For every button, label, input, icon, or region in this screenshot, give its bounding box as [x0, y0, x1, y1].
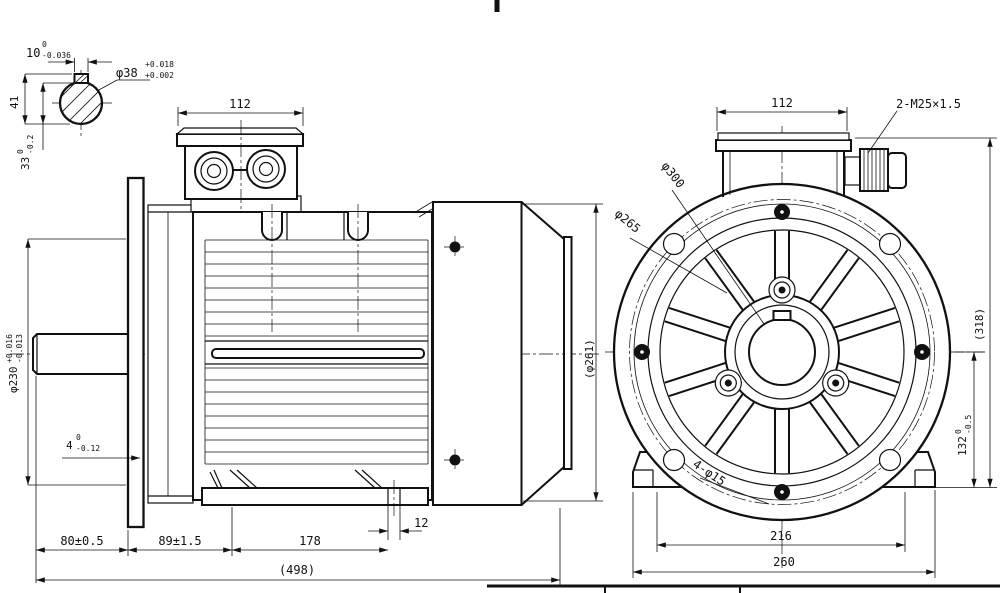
shaft-section-detail: 10 0 -0.036 φ38 +0.018 +0.002 41 33 0 -0…: [8, 40, 174, 170]
terminal-box-side: [175, 120, 305, 232]
dim-box-width-side: 112: [229, 97, 251, 111]
terminal-box-front: [715, 132, 852, 197]
svg-text:φ265: φ265: [612, 207, 643, 236]
dim-key-width: 10: [26, 46, 40, 60]
dim-foot-length: 178: [299, 534, 321, 548]
cover-bolt: [444, 236, 466, 258]
dim-center-height: 132 0 -0.5: [954, 415, 973, 456]
dim-spigot-dia-front: φ265: [612, 207, 643, 236]
dim-key-width-tol-upper: 0: [42, 40, 47, 49]
rim-inner-circle: [659, 229, 905, 475]
svg-text:-0.12: -0.12: [76, 444, 100, 453]
dim-shaft-dia: φ38: [116, 66, 138, 80]
svg-text:-0.5: -0.5: [964, 415, 973, 434]
dim-box-width-front: 112: [771, 96, 793, 110]
side-view: 112 φ230 +0.016 -0.013 4 0 -0.12 80±0.5 …: [5, 97, 603, 585]
svg-text:φ230: φ230: [7, 367, 20, 394]
svg-text:(318): (318): [973, 308, 986, 341]
gland-spec-label: 2-M25×1.5: [896, 97, 961, 111]
bearing-bracket: [147, 204, 194, 504]
cooling-fins: [204, 239, 429, 465]
dim-foot-width: 260: [773, 555, 795, 569]
svg-text:-0.013: -0.013: [15, 334, 24, 363]
dim-key-width-tol-lower: -0.036: [42, 51, 71, 60]
keyway-section: [73, 73, 89, 84]
dim-total-height: (318): [973, 308, 986, 341]
cable-gland-hole: [246, 149, 286, 189]
dim-41: 41: [8, 96, 21, 109]
frame-bolts: [634, 204, 930, 500]
shaft-bore: [748, 318, 816, 386]
svg-text:0: 0: [954, 429, 963, 434]
hub-bolts: [709, 276, 855, 402]
dim-cover-dia: (φ261): [583, 339, 596, 379]
dim-33: 33 0 -0.2: [16, 135, 35, 170]
svg-text:132: 132: [956, 436, 969, 456]
dim-flange-step: 4: [66, 439, 73, 452]
tie-rod: [211, 348, 425, 359]
bore-keyway: [772, 310, 792, 321]
flange: [126, 176, 145, 529]
hub-inner-ring: [734, 304, 830, 400]
fan-cover: [432, 201, 573, 506]
feet-side: [201, 469, 429, 516]
dim-spigot-dia-side: φ230 +0.016 -0.013: [5, 334, 24, 393]
dim-foot-hole-span: 216: [770, 529, 792, 543]
dim-shaft-dia-tol-upper: +0.018: [145, 60, 174, 69]
svg-text:φ300: φ300: [659, 159, 688, 190]
svg-text:0: 0: [76, 433, 81, 442]
flange-holes: [662, 232, 902, 472]
dim-slot-width: 12: [414, 516, 428, 530]
shaft: [32, 333, 129, 375]
dim-shaft-dia-tol-lower: +0.002: [145, 71, 174, 80]
svg-text:33: 33: [19, 157, 32, 170]
svg-text:(φ261): (φ261): [583, 339, 596, 379]
cable-gland: [844, 148, 907, 192]
bolt-circle: [629, 199, 935, 505]
dim-shaft-length: 80±0.5: [60, 534, 103, 548]
cover-bolt: [444, 449, 466, 471]
dim-bolt-circle: φ300: [659, 159, 688, 190]
svg-text:41: 41: [8, 96, 21, 109]
dim-total-length: (498): [279, 563, 315, 577]
svg-text:+0.016: +0.016: [5, 334, 14, 363]
svg-text:0: 0: [16, 149, 25, 154]
front-view: 2-M25×1.5 112 φ300 φ265 4-φ15 216 260: [605, 96, 997, 578]
svg-text:-0.2: -0.2: [26, 135, 35, 154]
cable-gland-hole: [194, 151, 234, 191]
title-block-edge: [487, 584, 1000, 593]
dim-flange-to-foot: 89±1.5: [158, 534, 201, 548]
